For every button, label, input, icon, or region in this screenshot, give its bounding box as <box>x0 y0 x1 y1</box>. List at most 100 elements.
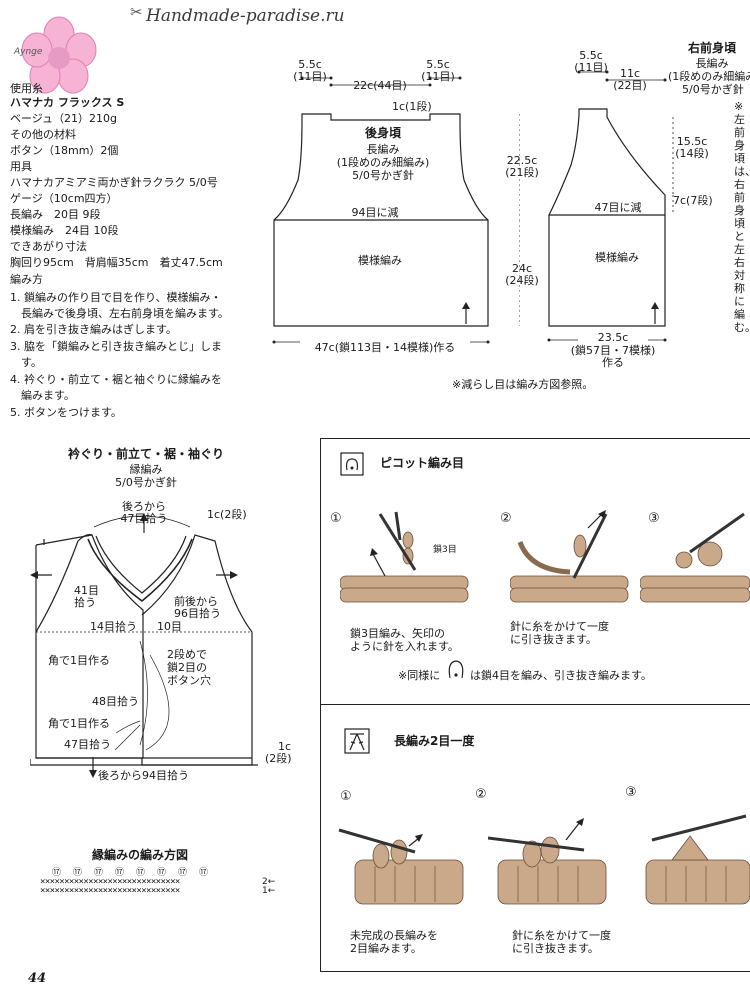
back-decrease: 94目に減 <box>320 206 430 219</box>
back-dim-shoulder-r-st: (11目) <box>421 70 455 83</box>
logo-text: Aynge <box>14 47 43 57</box>
side-dim-upper-rows: (21段) <box>505 166 539 179</box>
edging-row-top: 1c(2段) <box>207 508 247 521</box>
yarn-spec: ベージュ（21）210g <box>10 112 117 125</box>
front-title: 右前身頃 <box>687 41 736 55</box>
edging-pick-47: 47目拾う <box>64 738 111 751</box>
back-stitch-2: (1段めのみ細編み) <box>336 156 430 169</box>
back-dim-neck-row: 1c(1段) <box>392 100 432 113</box>
back-dim-bottom: 47c(鎖113目・14模様)作る <box>300 341 470 354</box>
edging-buttonhole-3: ボタン穴 <box>167 674 211 687</box>
dc2tog-step-3-number: ③ <box>625 785 637 800</box>
front-hook: 5/0号かぎ針 <box>682 83 744 96</box>
picot-caption-2b: に引き抜きます。 <box>510 633 597 646</box>
size-label: できあがり寸法 <box>10 240 87 253</box>
dc2tog-step-2-number: ② <box>475 787 487 802</box>
front-dim-shoulder-st: (11目) <box>574 61 608 74</box>
dc2tog-step-2-illustration <box>488 818 607 905</box>
dc2tog-caption-2b: に引き抜きます。 <box>512 942 599 955</box>
step-5: 5. ボタンをつけます。 <box>10 406 122 419</box>
edge-chart-row2: ××××××××××××××××××××××××××××× <box>40 877 180 887</box>
edging-back-pick-st: 47目拾う <box>120 512 168 525</box>
front-stitch-2: (1段めのみ細編み) <box>668 70 750 83</box>
edging-left-pick-2: 拾う <box>74 596 96 609</box>
front-stitch-1: 長編み <box>695 57 729 70</box>
side-dim-upper: 22.5c <box>506 154 538 167</box>
back-hook: 5/0号かぎ針 <box>352 169 414 182</box>
picot-chain-label: 鎖3目 <box>433 545 457 555</box>
front-dim-shoulder: 5.5c <box>579 49 603 62</box>
picot-row-symbols: ⑰⑰⑰⑰⑰⑰⑰⑰ <box>52 868 221 878</box>
front-dim-neck-depth: 15.5c <box>676 135 708 148</box>
picot-step-2-illustration <box>510 510 629 603</box>
edge-chart-row2-label: 2← <box>262 877 276 887</box>
edging-stitch: 縁編み <box>129 463 163 476</box>
step-1a: 1. 鎖編みの作り目で目を作り、模様編み・ <box>10 291 222 304</box>
gauge-label: ゲージ（10cm四方） <box>10 192 118 205</box>
header: Aynge ✂ Handmade-paradise.ru <box>0 0 750 94</box>
edging-left-pick: 41目 <box>74 584 99 597</box>
site-watermark[interactable]: Handmade-paradise.ru <box>146 6 345 26</box>
decrease-note: ※減らし目は編み方図参照。 <box>452 378 594 391</box>
front-decrease: 47目に減 <box>590 201 646 214</box>
gauge-1: 長編み 20目 9段 <box>10 208 101 221</box>
edging-front-pick-2: 96目拾う <box>174 607 221 620</box>
yarn-label: 使用糸 <box>10 82 43 95</box>
dc2tog-caption-2a: 針に糸をかけて一度 <box>512 929 611 942</box>
back-dim-shoulder-l-st: (11目) <box>293 70 327 83</box>
picot-note-a: ※同様に <box>398 669 441 682</box>
picot-step-3-number: ③ <box>648 511 660 526</box>
flower-logo <box>21 16 97 94</box>
picot-caption-2a: 針に糸をかけて一度 <box>510 620 609 633</box>
front-dim-neck-st: (22目) <box>613 79 647 92</box>
edging-back-pick: 後ろから <box>122 500 166 513</box>
picot-step-2-number: ② <box>500 511 512 526</box>
dc2tog-title: 長編み2目一度 <box>394 734 475 748</box>
dc2tog-step-1-number: ① <box>340 789 352 804</box>
back-title: 後身頃 <box>364 126 401 140</box>
dc2tog-step-3-illustration <box>645 814 750 905</box>
instruction-divider <box>320 704 750 705</box>
front-dim-neck-depth-rows: (14段) <box>675 147 709 160</box>
edging-diagram <box>30 513 258 778</box>
step-4a: 4. 衿ぐり・前立て・裾と袖ぐりに縁編みを <box>10 373 222 386</box>
picot-step-1-number: ① <box>330 511 342 526</box>
other-spec: ボタン（18mm）2個 <box>10 144 119 157</box>
yarn-name: ハマナカ フラックス S <box>10 96 125 109</box>
method-label: 編み方 <box>10 273 43 286</box>
picot-title: ピコット編み目 <box>380 456 465 470</box>
edging-buttonhole-1: 2段めで <box>167 648 207 661</box>
front-side-note: ※左前身頃は、右前身頃と左右対称に編む。 <box>734 100 750 334</box>
edging-pick-48: 48目拾う <box>92 695 139 708</box>
picot-caption-1b: ように針を入れます。 <box>350 640 459 653</box>
step-3a: 3. 脇を「鎖編みと引き抜き編みとじ」しま <box>10 340 222 353</box>
edging-back-bottom: 後ろから94目拾う <box>98 769 189 782</box>
dc2tog-caption-1a: 未完成の長編みを <box>350 929 438 942</box>
side-dim-lower-rows: (24段) <box>505 274 539 287</box>
dc2tog-caption-1b: 2目編みます。 <box>350 942 422 955</box>
edging-front-pick: 前後から <box>174 595 218 608</box>
edging-buttonhole-2: 鎖2目の <box>167 661 207 674</box>
side-dim-lower: 24c <box>511 262 533 275</box>
page-number: 44 <box>28 971 47 986</box>
picot-symbol-icon <box>340 452 364 476</box>
tools-label: 用具 <box>10 160 32 173</box>
step-3b: す。 <box>10 356 42 369</box>
back-stitch-1: 長編み <box>366 143 400 156</box>
scissors-icon: ✂ <box>130 3 143 21</box>
front-dim-neck: 11c <box>619 67 641 80</box>
edging-row-bottom-2: (2段) <box>265 752 292 765</box>
step-4b: 編みます。 <box>10 389 75 402</box>
edging-hook: 5/0号かぎ針 <box>115 476 177 489</box>
back-dim-neck: 22c(44目) <box>353 79 407 92</box>
edging-corner-2: 角で1目作る <box>48 717 110 730</box>
edging-title: 衿ぐり・前立て・裾・袖ぐり <box>67 447 224 461</box>
edge-chart-row1: ××××××××××××××××××××××××××××× <box>40 886 180 896</box>
edging-pick-14: 14目拾う <box>90 620 137 633</box>
edge-chart-title: 縁編みの編み方図 <box>92 848 189 862</box>
step-2: 2. 肩を引き抜き編みはぎします。 <box>10 323 177 336</box>
front-dim-bottom-st: (鎖57目・7模様) <box>570 344 656 357</box>
right-front-diagram <box>547 70 674 342</box>
tools-spec: ハマナカアミアミ両かぎ針ラクラク 5/0号 <box>10 176 218 189</box>
picot-caption-1a: 鎖3目編み、矢印の <box>350 627 445 640</box>
